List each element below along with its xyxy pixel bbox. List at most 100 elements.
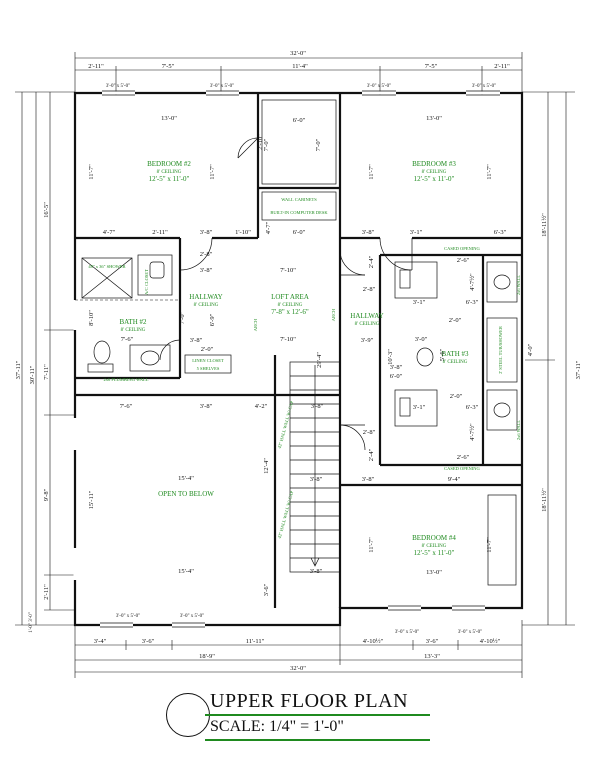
bath3-dim-6-0: 6'-0" [390,373,403,380]
dim-2-0-b: 2'-0" [450,393,463,400]
room-labels: BEDROOM #2 8' CEILING 12'-5" x 11'-0" BE… [119,160,469,557]
dim-4-2: 4'-2" [255,403,268,410]
tub-note: 2' STEEL TUB/SHOWER [498,326,503,374]
closet-height2-dim: 7'-0" [315,138,322,151]
bed2-height2-dim: 11'-7" [209,164,216,180]
dim-6-0: 6'-0" [293,229,306,236]
desk-note: BUILT-IN COMPUTER DESK [270,210,328,215]
bath3-dim-3-1-a: 3'-1" [413,299,426,306]
shelves-note: 5 SHELVES [197,366,220,371]
left-seg-3: 2'-11" [43,584,50,600]
bottom-overall-dim: 32'-0" [290,665,306,672]
bath3-dim-2-6-b: 2'-6" [457,454,470,461]
bed3-height2-dim: 11'-7" [486,164,493,180]
dim-29-4: 29'-4" [316,352,323,368]
bedroom-3-label: BEDROOM #3 [412,160,456,168]
bed3-height-dim: 11'-7" [368,164,375,180]
dim-3-1: 3'-1" [410,229,423,236]
plumbing-wall-note: 2x6 PLUMBING WALL [104,377,149,382]
bed4-height-dim: 11'-7" [368,537,375,553]
bed4-height2-dim: 11'-7" [486,537,493,553]
window-top-2: 3'-0" x 5'-0" [210,84,234,89]
dim-2-8-b: 2'-8" [363,286,376,293]
ac-closet-note: A/C CLOSET [144,269,149,295]
window-bottom-1: 3'-0" x 5'-0" [116,614,140,619]
dim-3-8-b: 3'-8" [362,229,375,236]
window-top-3: 3'-0" x 5'-0" [367,84,391,89]
bed3-width-dim: 13'-0" [426,115,442,122]
dim-6-9: 6'-9" [209,313,216,326]
window-bottom-3: 3'-0" x 5'-0" [395,630,419,635]
bath3-dim-6-3-b: 6'-3" [466,404,479,411]
window-top-4: 3'-0" x 5'-0" [472,84,496,89]
dim-3-8-j: 3'-8" [390,364,403,371]
left-seg-5: 1'-0" [29,623,34,633]
hallway-2-label: HALLWAY [350,312,383,320]
bottom-dimensions: 3'-0" x 5'-0" 3'-0" x 5'-0" 3'-0" x 5'-0… [74,614,523,678]
dim-9-4: 9'-4" [448,476,461,483]
open-width-dim: 15'-4" [178,475,194,482]
left-dimensions: 37'-11" 30'-11" 16'-5" 7'-11" 9'-8" 2'-1… [15,91,75,633]
dim-1-10: 1'-10" [235,229,251,236]
bottom-row1-1: 3'-4" [94,638,107,645]
dim-7-6-b: 7'-6" [120,403,133,410]
dim-4-7-b: 4'-7" [265,221,272,234]
top-overall-dim: 32'-0" [290,50,306,57]
dim-2-0: 2'-0" [201,346,214,353]
dim-3-8-c: 3'-8" [200,267,213,274]
cased-opening-2-note: CASED OPENING [444,466,480,471]
dim-12-4: 12'-4" [263,458,270,474]
top-dimensions: 32'-0" 2'-11" 7'-5" 11'-4" 7'-5" 2'-11" … [74,50,523,95]
top-seg-4: 7'-5" [425,63,438,70]
left-seg-4: 3'-0" [29,612,34,622]
right-dimensions: 18'-11½" 18'-11½" 37'-11" [522,91,582,626]
dim-3-8-f: 3'-8" [311,403,324,410]
left-outer-dim: 37'-11" [15,360,22,379]
dim-2-8-a: 2'-8" [200,251,213,258]
arch-1-note: ARCH [253,318,258,331]
dim-2-11: 2'-11" [152,229,168,236]
rail-2-note: 42" HALL WALL W/ CAP [277,490,295,539]
bedroom-2-size: 12'-5" x 11'-0" [149,175,190,183]
bedroom-4-ceiling: 8' CEILING [422,544,447,549]
bed4-width-dim: 13'-0" [426,569,442,576]
plan-scale: SCALE: 1/4" = 1'-0" [210,718,344,735]
dim-3-8-h: 3'-8" [310,568,323,575]
bath-3-label: BATH #3 [441,350,469,358]
top-seg-1: 2'-11" [88,63,104,70]
bottom-row2-2: 13'-3" [424,653,440,660]
bath3-dim-4-0: 4'-0" [527,343,534,356]
top-seg-3: 11'-4" [292,63,308,70]
left-seg-2: 9'-8" [43,488,50,501]
bottom-row1-5: 3'-6" [426,638,439,645]
interior-dimensions: 13'-0" 11'-7" 11'-7" 13'-0" 11'-7" 11'-7… [88,115,534,596]
loft-ceiling: 8' CEILING [278,303,303,308]
scale-underline [205,739,430,741]
dim-3-8-i: 3'-8" [362,476,375,483]
bottom-row2-1: 18'-9" [199,653,215,660]
linen-closet-note: LINEN CLOSET [192,358,224,363]
shower-note: 48" x 36" SHOWER [88,264,125,269]
top-seg-5: 2'-11" [494,63,510,70]
dim-4-7: 4'-7" [103,229,116,236]
bedroom-3-ceiling: 8' CEILING [422,170,447,175]
right-mid-a-dim: 18'-11½" [541,213,548,237]
dim-8-10: 8'-10" [88,310,95,326]
hallway-1-label: HALLWAY [189,293,222,301]
bottom-row1-2: 3'-6" [142,638,155,645]
window-bottom-2: 3'-0" x 5'-0" [180,614,204,619]
arch-2-note: ARCH [331,308,336,321]
bath-2-label: BATH #2 [119,318,147,326]
dim-7-6: 7'-6" [121,336,134,343]
open-to-below-label: OPEN TO BELOW [158,490,214,498]
hallway-1-ceiling: 8' CEILING [194,303,219,308]
dim-3-9: 3'-9" [361,337,374,344]
window-top-1: 3'-0" x 5'-0" [106,84,130,89]
title-underline [205,714,430,716]
bath3-dim-5-6: 5'-6" [439,348,446,361]
bedroom-4-label: BEDROOM #4 [412,534,456,542]
bedroom-2-ceiling: 8' CEILING [157,170,182,175]
bath3-dim-2-0: 2'-0" [449,317,462,324]
staircase [289,361,341,573]
